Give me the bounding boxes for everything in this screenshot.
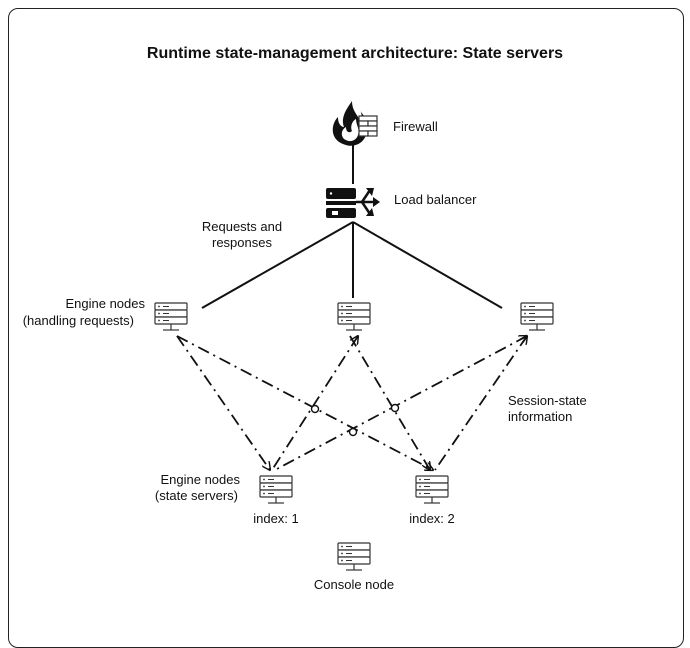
arrow-index1-to-middle [271, 336, 358, 471]
session-state-label-line2: information [508, 409, 572, 424]
load-balancer-label: Load balancer [394, 192, 477, 207]
console-node-label: Console node [314, 577, 394, 592]
line-crossing-marks [310, 403, 400, 437]
index-2-label: index: 2 [409, 511, 455, 526]
lb-to-engine-left-line [201, 221, 354, 309]
server-icon [259, 475, 293, 504]
firewall-label: Firewall [393, 119, 438, 134]
session-state-arrows [176, 335, 527, 471]
server-icon [520, 302, 554, 331]
arrow-left-to-index2 [176, 335, 433, 470]
server-icon [415, 475, 449, 504]
engine-state-label-line2: (state servers) [155, 488, 238, 503]
engine-requests-label-line1: Engine nodes [65, 296, 145, 311]
requests-label-line1: Requests and [202, 219, 282, 234]
server-icon [337, 542, 371, 571]
engine-state-label-line1: Engine nodes [160, 472, 240, 487]
page-title: Runtime state-management architecture: S… [147, 45, 563, 62]
session-state-label-line1: Session-state [508, 393, 587, 408]
arrow-index1-to-right [274, 336, 527, 471]
arrow-middle-to-index2 [349, 335, 430, 470]
arrow-left-to-index1 [176, 335, 270, 470]
arrow-index2-to-right [434, 336, 527, 471]
server-icon [337, 302, 371, 331]
server-icon [154, 302, 188, 331]
requests-label-line2: responses [212, 235, 272, 250]
lb-to-engine-right-line [352, 221, 503, 309]
engine-requests-label-line2: (handling requests) [23, 313, 134, 328]
load-balancer-icon [326, 188, 380, 218]
index-1-label: index: 1 [253, 511, 299, 526]
firewall-icon [332, 101, 378, 146]
architecture-diagram: Runtime state-management architecture: S… [23, 45, 587, 592]
